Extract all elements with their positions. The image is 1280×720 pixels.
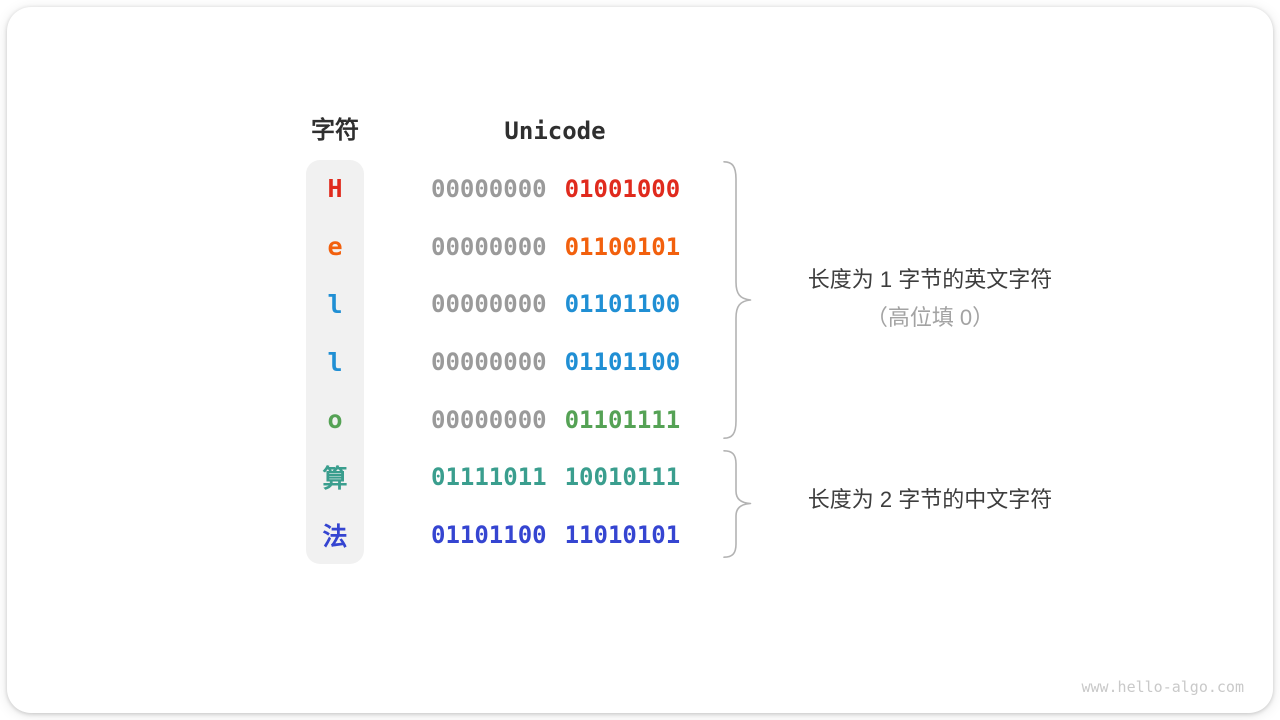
char-cell: e bbox=[327, 232, 343, 262]
char-cell: o bbox=[327, 405, 343, 435]
byte-value: 01101100 bbox=[564, 348, 681, 377]
byte-value: 00000000 bbox=[431, 405, 547, 434]
unicode-bytes-row: 00000000 01101111 bbox=[431, 391, 683, 449]
byte-value: 01101100 bbox=[564, 290, 681, 319]
column-header-character: 字符 bbox=[311, 117, 359, 144]
char-cell: 法 bbox=[322, 522, 348, 552]
byte-value: 01111011 bbox=[431, 463, 547, 492]
byte-value: 00000000 bbox=[431, 174, 547, 203]
annotation-english-line1: 长度为 1 字节的英文字符 bbox=[807, 267, 1053, 292]
char-cell: H bbox=[327, 174, 343, 204]
byte-value: 01101111 bbox=[564, 405, 681, 434]
byte-value: 00000000 bbox=[431, 290, 547, 319]
watermark-url: www.hello-algo.com bbox=[1081, 678, 1244, 696]
byte-value: 01100101 bbox=[564, 232, 681, 261]
brace-one-byte bbox=[723, 161, 752, 439]
byte-value: 00000000 bbox=[431, 232, 547, 261]
unicode-bytes-row: 01101100 11010101 bbox=[431, 506, 683, 564]
column-header-unicode: Unicode bbox=[504, 117, 606, 145]
byte-value: 11010101 bbox=[564, 521, 681, 550]
char-cell: l bbox=[327, 347, 343, 377]
unicode-bytes-row: 01111011 10010111 bbox=[431, 449, 683, 507]
byte-value: 10010111 bbox=[564, 463, 681, 492]
diagram-card bbox=[7, 7, 1273, 713]
char-cell: l bbox=[327, 289, 343, 319]
unicode-bytes-row: 00000000 01101100 bbox=[431, 333, 683, 391]
unicode-bytes-row: 00000000 01101100 bbox=[431, 275, 683, 333]
char-cell: 算 bbox=[322, 464, 348, 494]
annotation-chinese-chars: 长度为 2 字节的中文字符 bbox=[775, 481, 1085, 519]
byte-value: 01101100 bbox=[431, 521, 547, 550]
unicode-bytes-row: 00000000 01100101 bbox=[431, 218, 683, 276]
byte-value: 01001000 bbox=[564, 174, 681, 203]
annotation-chinese-line1: 长度为 2 字节的中文字符 bbox=[807, 487, 1053, 512]
annotation-english-line2: （高位填 0） bbox=[865, 305, 995, 330]
byte-value: 00000000 bbox=[431, 348, 547, 377]
unicode-bytes-row: 00000000 01001000 bbox=[431, 160, 683, 218]
annotation-english-chars: 长度为 1 字节的英文字符 （高位填 0） bbox=[775, 261, 1085, 337]
brace-two-byte bbox=[723, 450, 752, 558]
